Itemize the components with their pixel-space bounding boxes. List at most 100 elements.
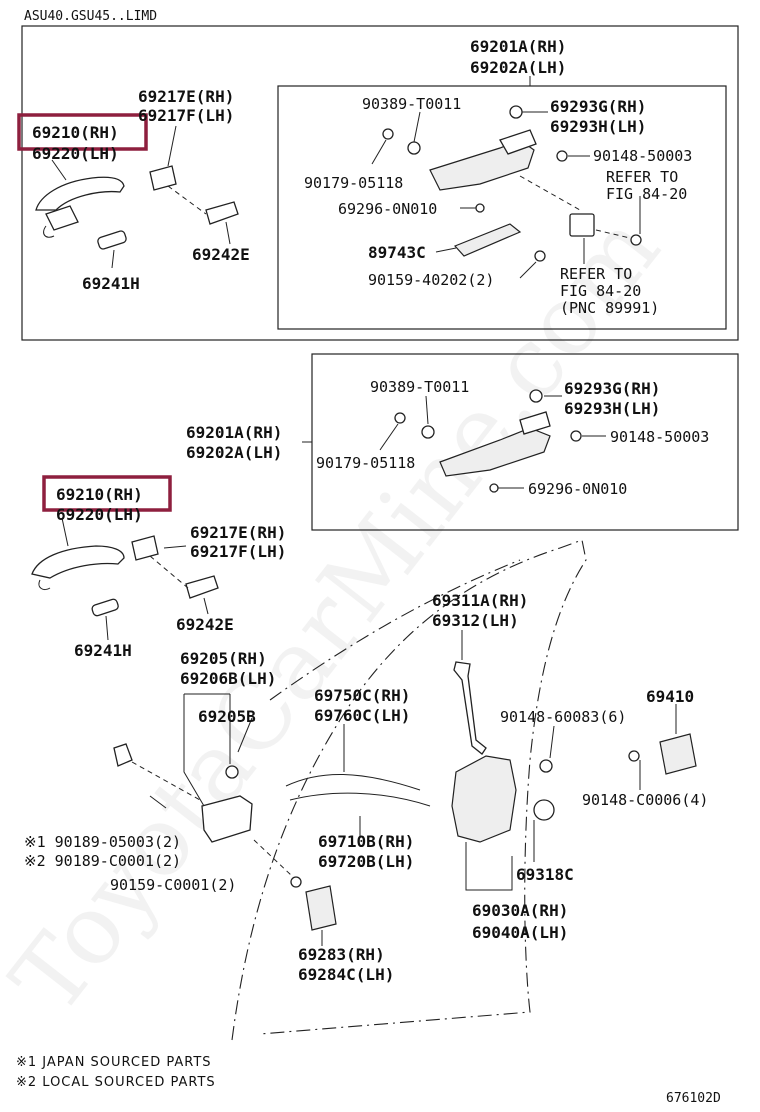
top-frame-rh-label: 69201A(RH) [470, 37, 566, 56]
striker-screw-label: 90148-C0006(4) [582, 791, 708, 809]
handle-pad-icon [97, 230, 127, 250]
bottom-outside-handle-icon [31, 545, 125, 579]
figure-id: 676102D [666, 1091, 721, 1106]
bottom-bolt-4-icon [570, 430, 582, 442]
top-box-p6-label: 90148-50003 [593, 147, 692, 165]
cover-pad-icon [205, 201, 239, 225]
bottom-frame-arm-icon [519, 411, 551, 435]
rod-rh-label: 69311A(RH) [432, 591, 528, 610]
clip-2-label: ※2 90189-C0001(2) [24, 852, 181, 870]
inner-rh-label: 69205(RH) [180, 649, 267, 668]
bottom-box-p5-label: 69293H(LH) [564, 399, 660, 418]
top-bolt-7-icon [630, 234, 642, 246]
footnote-2: ※2 LOCAL SOURCED PARTS [16, 1075, 216, 1090]
top-cover-lh-label: 69217F(LH) [138, 106, 234, 125]
bottom-box-p3-label: 69296-0N010 [528, 480, 627, 498]
rod-lh-label: 69312(LH) [432, 611, 519, 630]
door-lock-assembly-icon [451, 755, 517, 843]
bezel-rh-label: 69283(RH) [298, 945, 385, 964]
top-handle-rh-label: 69210(RH) [32, 123, 119, 142]
lock-rh-label: 69030A(RH) [472, 901, 568, 920]
bottom-box-p2-label: 90179-05118 [316, 454, 415, 472]
lock-rod-icon [453, 661, 487, 755]
cable2-rh-label: 69710B(RH) [318, 832, 414, 851]
highlight-box-bottom [42, 475, 172, 512]
striker-label: 69410 [646, 687, 694, 706]
top-bolt-1-icon [407, 141, 421, 155]
top-frame-lh-label: 69202A(LH) [470, 58, 566, 77]
bottom-handle-pad-icon [91, 598, 119, 617]
inner-lh-label: 69206B(LH) [180, 669, 276, 688]
top-switch-icon [569, 213, 595, 237]
top-box-p7-label: 89743C [368, 243, 426, 262]
bottom-bolt-1-icon [421, 425, 435, 439]
bottom-cover-lh-label: 69217F(LH) [190, 542, 286, 561]
top-bolt-3-icon [509, 105, 523, 119]
cable-rh-label: 69750C(RH) [314, 686, 410, 705]
bottom-cover-rh-label: 69217E(RH) [190, 523, 286, 542]
bottom-handle-lh-label: 69220(LH) [56, 505, 143, 524]
bottom-frame-assembly-icon [439, 427, 551, 477]
top-handle-lh-label: 69220(LH) [32, 144, 119, 163]
top-bolt-4-icon [556, 150, 568, 162]
top-lever-icon [453, 223, 522, 257]
bottom-pad-2-label: 69241H [74, 641, 132, 660]
cable-lh-label: 69760C(LH) [314, 706, 410, 725]
screw-2-label: 90159-C0001(2) [110, 876, 236, 894]
top-box-p5-label: 69293H(LH) [550, 117, 646, 136]
bezel-lh-label: 69284C(LH) [298, 965, 394, 984]
model-code: ASU40.GSU45..LIMD [24, 9, 157, 24]
handle-cover-icon [149, 165, 177, 191]
screw-2-icon [290, 876, 302, 888]
inner-sub-label: 69205B [198, 707, 256, 726]
bottom-pad-1-label: 69242E [176, 615, 234, 634]
top-bolt-2-icon [382, 128, 394, 140]
inside-handle-icon [201, 795, 253, 843]
top-box-ref2-b: FIG 84-20 [560, 282, 641, 300]
screw-1-label: 90148-60083(6) [500, 708, 626, 726]
top-box-ref1-a: REFER TO [606, 168, 678, 186]
top-frame-arm-icon [499, 129, 537, 155]
cable2-lh-label: 69720B(LH) [318, 852, 414, 871]
top-bolt-5-icon [475, 203, 485, 213]
clip-icon [113, 743, 133, 767]
bottom-cover-pad-icon [185, 575, 219, 599]
top-cover-rh-label: 69217E(RH) [138, 87, 234, 106]
top-pad-1-label: 69241H [82, 274, 140, 293]
grommet-label: 69318C [516, 865, 574, 884]
lock-lh-label: 69040A(LH) [472, 923, 568, 942]
bottom-box-p6-label: 90148-50003 [610, 428, 709, 446]
top-box-ref2-a: REFER TO [560, 265, 632, 283]
bottom-handle-rh-label: 69210(RH) [56, 485, 143, 504]
top-inner-box [277, 85, 727, 330]
clip-1-label: ※1 90189-05003(2) [24, 833, 181, 851]
lock-screw-icon [539, 759, 553, 773]
top-pad-2-label: 69242E [192, 245, 250, 264]
top-box-p4-label: 69293G(RH) [550, 97, 646, 116]
bottom-bolt-2-icon [394, 412, 406, 424]
bottom-frame-rh-label: 69201A(RH) [186, 423, 282, 442]
bottom-bolt-3-icon [529, 389, 543, 403]
outside-handle-icon [35, 176, 125, 211]
door-outline [231, 539, 587, 1041]
top-bolt-6-icon [534, 250, 546, 262]
striker-screw-icon [628, 750, 640, 762]
bottom-box-p4-label: 69293G(RH) [564, 379, 660, 398]
bottom-handle-cover-icon [131, 535, 159, 561]
bottom-frame-lh-label: 69202A(LH) [186, 443, 282, 462]
grommet-icon [533, 799, 555, 821]
inside-handle-knob-icon [225, 765, 239, 779]
handle-bracket-icon [45, 205, 79, 231]
top-box-p1-label: 90389-T0011 [362, 95, 461, 113]
highlight-box-top [17, 113, 148, 151]
footnote-1: ※1 JAPAN SOURCED PARTS [16, 1055, 212, 1070]
bezel-icon [305, 885, 337, 931]
top-box-p8-label: 90159-40202(2) [368, 271, 494, 289]
top-panel-frame [21, 25, 739, 341]
top-box-p3-label: 69296-0N010 [338, 200, 437, 218]
top-box-ref1-b: FIG 84-20 [606, 185, 687, 203]
top-box-ref2-c: (PNC 89991) [560, 299, 659, 317]
bottom-bolt-5-icon [489, 483, 499, 493]
bottom-box-p1-label: 90389-T0011 [370, 378, 469, 396]
